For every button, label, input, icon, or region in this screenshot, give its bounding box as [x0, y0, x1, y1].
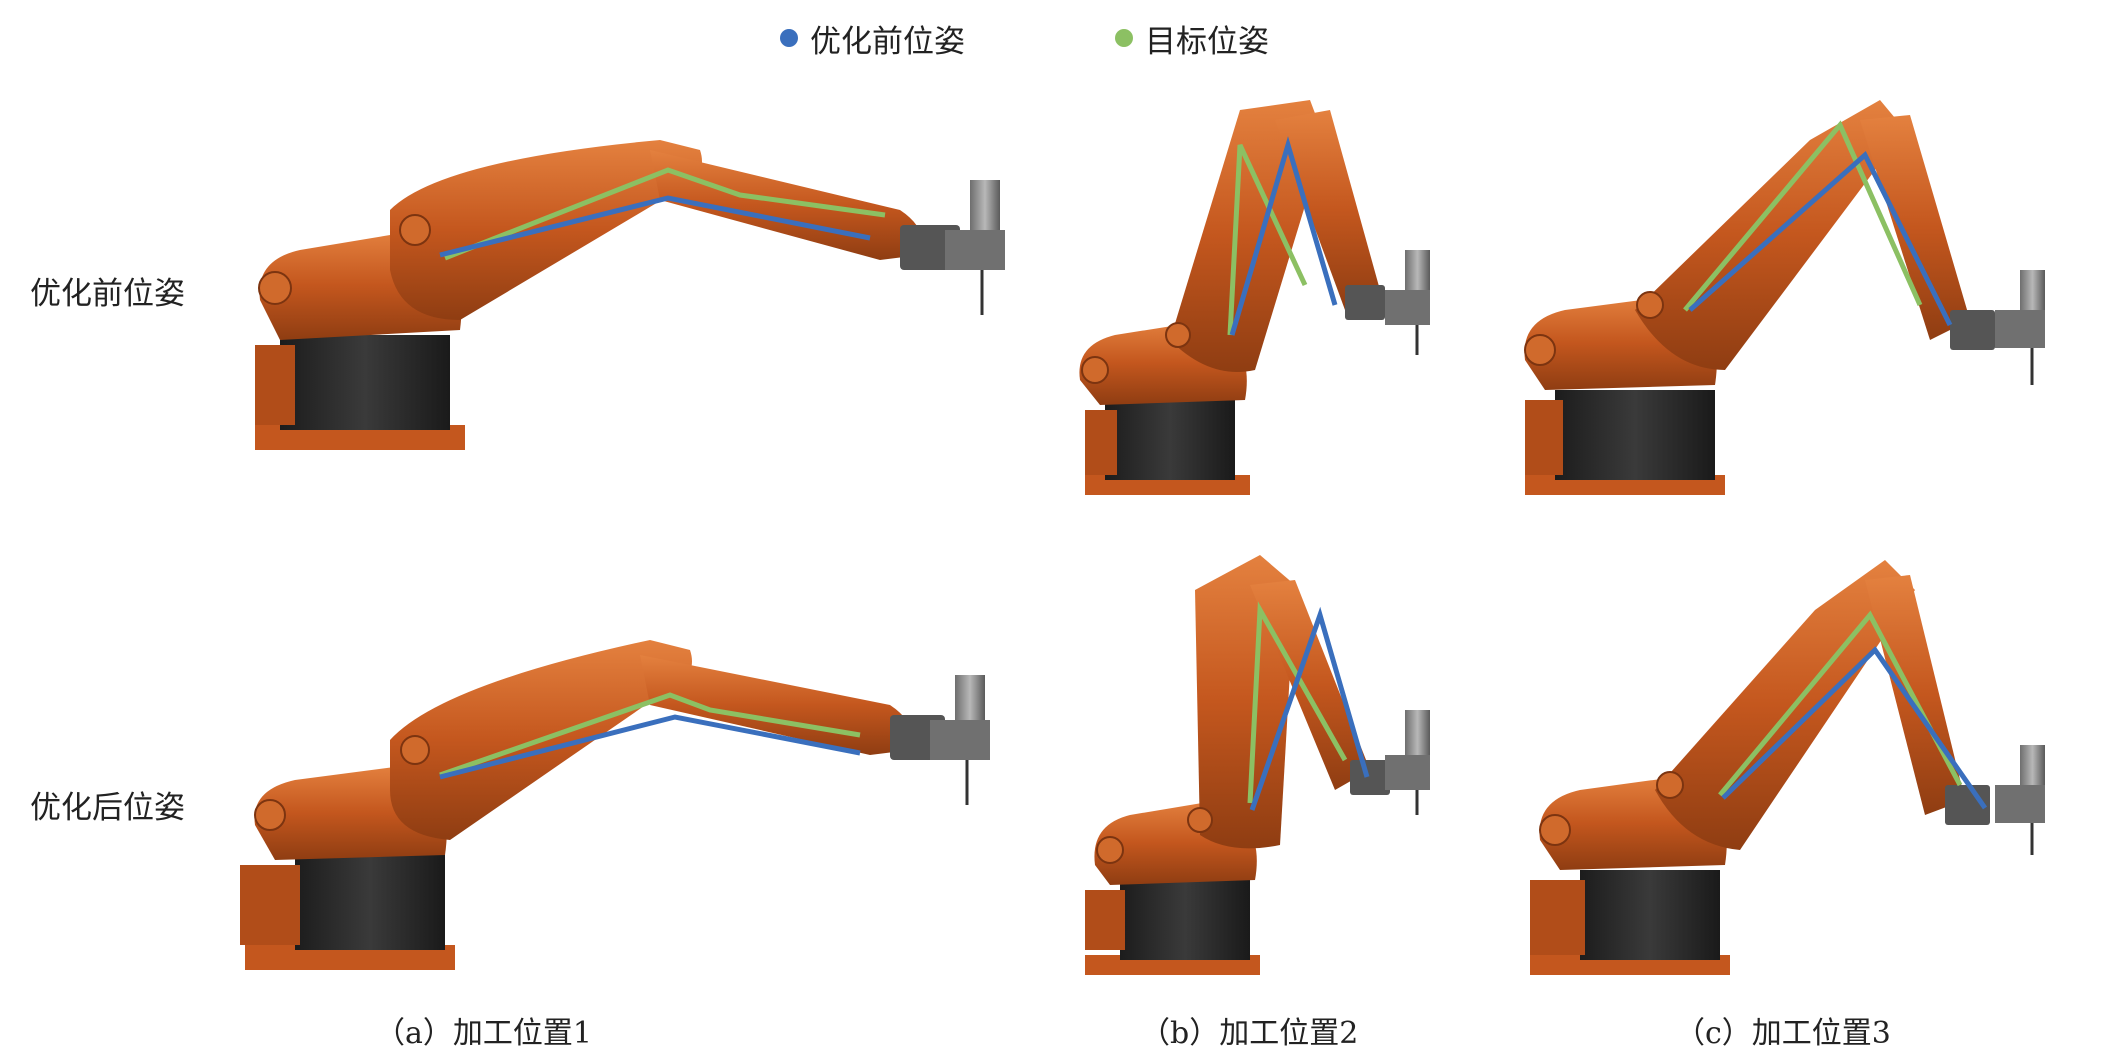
- robot-base-motor: [1525, 400, 1563, 475]
- robot-elbow-joint: [1187, 807, 1213, 833]
- robot-figure-c-before: [1524, 100, 2045, 495]
- before-pose-line: [1721, 646, 1988, 810]
- panel-b-after: [1080, 545, 1450, 985]
- robot-elbow-joint: [1636, 291, 1664, 319]
- robot-shoulder-joint: [258, 271, 292, 305]
- panel-b-before: [1070, 80, 1450, 505]
- robot-shoulder-joint: [1096, 836, 1124, 864]
- robot-base-drum: [1120, 880, 1250, 960]
- robot-base-motor: [240, 865, 300, 945]
- robot-shoulder-joint: [1539, 814, 1571, 846]
- robot-upper-arm: [1635, 100, 1905, 370]
- caption-b: （b）加工位置2: [1140, 1016, 1359, 1051]
- robot-shoulder-joint: [254, 799, 286, 831]
- robot-figure-a-before: [255, 140, 1005, 450]
- target-pose-line: [1227, 143, 1308, 336]
- before-pose-line: [1688, 150, 1953, 327]
- spindle-head: [1385, 755, 1430, 790]
- row-label-after: 优化后位姿: [30, 790, 185, 826]
- spindle-head: [930, 720, 990, 760]
- spindle-head: [1385, 290, 1430, 325]
- robot-elbow-joint: [400, 735, 430, 765]
- before-pose-line: [1229, 136, 1338, 336]
- spindle-head: [1995, 785, 2045, 823]
- robot-shoulder-joint: [1524, 334, 1556, 366]
- target-pose-line: [1683, 120, 1923, 312]
- robot-base-motor: [1085, 890, 1125, 950]
- robot-forearm: [640, 655, 913, 755]
- caption-a: （a）加工位置1: [375, 1016, 592, 1051]
- robot-forearm: [1860, 115, 1970, 340]
- panel-c-before: [1510, 80, 2070, 505]
- blue-dot-icon: [780, 29, 798, 47]
- robot-wrist: [1345, 285, 1385, 320]
- robot-wrist: [1350, 760, 1390, 795]
- robot-forearm: [1275, 110, 1380, 310]
- robot-upper-arm: [1170, 100, 1325, 372]
- legend-label-target: 目标位姿: [1145, 23, 1269, 60]
- robot-elbow-joint: [399, 214, 431, 246]
- panel-c-after: [1525, 540, 2070, 985]
- robot-figure-b-after: [1085, 555, 1430, 975]
- panel-a-after: [240, 625, 1000, 980]
- before-pose-line: [1249, 606, 1370, 811]
- caption-c: （c）加工位置3: [1675, 1016, 1891, 1051]
- row-label-before: 优化前位姿: [30, 276, 185, 312]
- robot-base-drum: [1105, 400, 1235, 480]
- robot-base-drum: [1580, 870, 1720, 960]
- legend-item-before: 优化前位姿: [780, 16, 965, 61]
- robot-base-drum: [1555, 390, 1715, 480]
- robot-wrist: [1950, 310, 1995, 350]
- target-pose-line: [439, 692, 861, 778]
- legend: 优化前位姿 目标位姿: [780, 16, 1269, 60]
- legend-label-before: 优化前位姿: [810, 23, 965, 60]
- robot-forearm: [1250, 580, 1370, 790]
- panel-a-before: [240, 120, 1010, 465]
- robot-figure-c-after: [1530, 560, 2045, 975]
- robot-base-drum: [295, 855, 445, 950]
- robot-shoulder-joint: [1081, 356, 1109, 384]
- robot-upper-arm: [1655, 560, 1915, 850]
- spindle-head: [945, 230, 1005, 270]
- green-dot-icon: [1115, 29, 1133, 47]
- spindle-head: [1995, 310, 2045, 348]
- robot-base-motor: [1085, 410, 1117, 475]
- before-pose-line: [439, 195, 871, 258]
- robot-figure-a-after: [240, 640, 990, 970]
- robot-figure-b-before: [1079, 100, 1430, 495]
- target-pose-line: [1247, 601, 1348, 804]
- robot-elbow-joint: [1656, 771, 1684, 799]
- robot-base-drum: [280, 335, 450, 430]
- target-pose-line: [444, 167, 886, 261]
- robot-elbow-joint: [1165, 322, 1191, 348]
- legend-item-target: 目标位姿: [1115, 16, 1269, 61]
- robot-base-motor: [255, 345, 295, 425]
- robot-base-motor: [1530, 880, 1585, 955]
- before-pose-line: [439, 714, 861, 780]
